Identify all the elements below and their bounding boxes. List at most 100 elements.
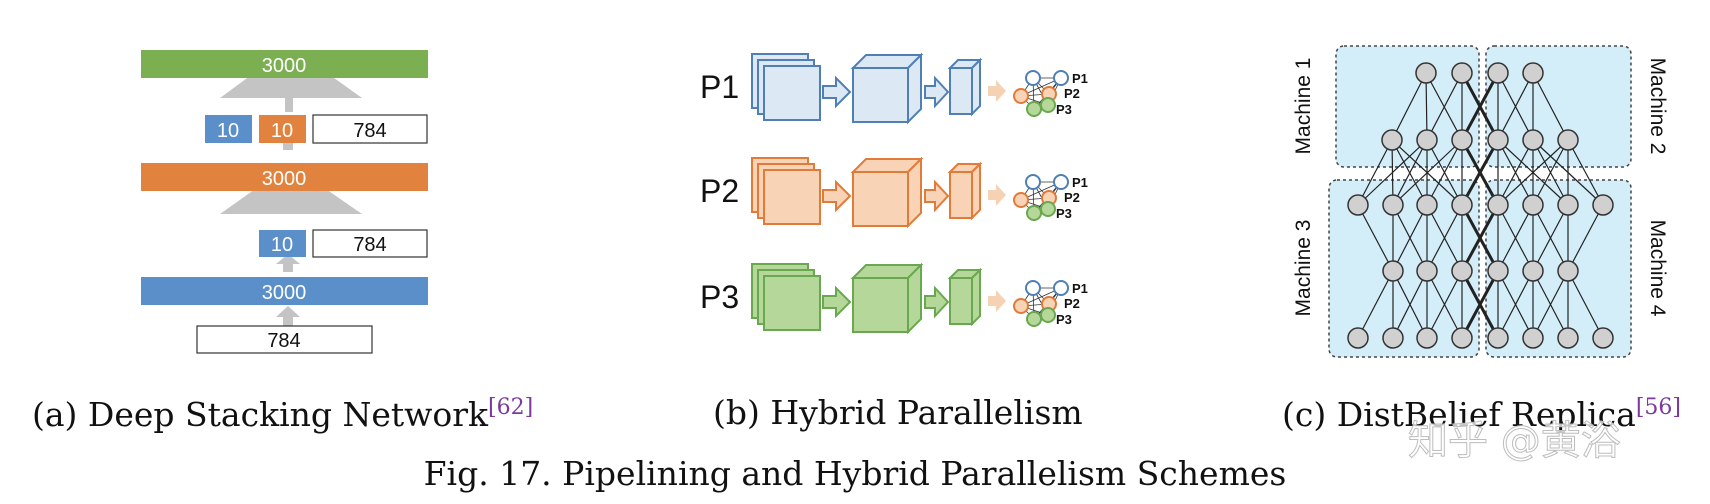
mini-node-label: P3 <box>1056 102 1072 117</box>
neuron-node <box>1347 327 1369 349</box>
nodes <box>1347 62 1614 349</box>
edge <box>1567 204 1604 272</box>
edge <box>1426 72 1463 141</box>
neuron-node <box>1451 194 1473 216</box>
machine-4-label: Machine 4 <box>1646 220 1669 317</box>
machine-2-region <box>1485 45 1632 168</box>
mini-node-green <box>1026 101 1042 117</box>
slab-side <box>971 161 981 221</box>
edge <box>1497 270 1534 339</box>
row2-blue-label: 10 <box>271 234 293 256</box>
pipeline-arrow <box>822 179 852 213</box>
edge <box>1532 72 1569 141</box>
neuron-node <box>1416 129 1438 151</box>
small-arrow-middle-shaft <box>283 260 293 272</box>
neuron-node <box>1592 327 1614 349</box>
machine-1-region <box>1335 45 1480 168</box>
faint-arrow <box>988 184 1006 206</box>
caption-b: (b) Hybrid Parallelism <box>713 393 1083 432</box>
mini-node-label: P2 <box>1064 296 1080 311</box>
big-arrow-middle <box>220 187 362 214</box>
cross-machine-edge <box>1460 270 1500 339</box>
edge <box>1392 139 1428 206</box>
top-bar-label: 3000 <box>262 55 307 77</box>
mini-node-orange <box>1013 88 1029 104</box>
mid-bar-label: 3000 <box>262 168 307 190</box>
edge <box>1532 139 1569 206</box>
caption-a: (a) Deep Stacking Network[62] <box>32 395 533 434</box>
edge <box>1392 204 1428 272</box>
slab-side <box>971 57 981 117</box>
small-arrow-lower-shaft <box>283 313 293 327</box>
cross-machine-edge <box>1460 139 1500 206</box>
mini-node-blue <box>1053 174 1069 190</box>
edge <box>1497 139 1534 206</box>
edge <box>1426 270 1463 339</box>
watermark: 知乎 @黄浴 <box>1408 418 1621 464</box>
cube-front <box>852 171 909 227</box>
neuron-node <box>1557 327 1579 349</box>
neuron-node <box>1451 260 1473 282</box>
mini-node-green <box>1040 307 1056 323</box>
cross-machine-edge <box>1460 72 1500 141</box>
slab-front <box>949 171 973 219</box>
small-arrow-upper-shaft <box>283 138 293 150</box>
faint-arrow <box>988 80 1006 102</box>
mini-node-label: P3 <box>1056 206 1072 221</box>
cube-side <box>907 156 922 229</box>
mini-node-label: P3 <box>1056 312 1072 327</box>
neuron-node <box>1451 327 1473 349</box>
row2-blue-box <box>259 230 306 257</box>
neuron-node <box>1416 260 1438 282</box>
edge <box>1391 72 1427 141</box>
neuron-node <box>1487 62 1509 84</box>
caption-c-text: (c) DistBelief Replica <box>1282 395 1636 434</box>
pipeline-label: P2 <box>700 173 739 209</box>
neuron-node <box>1522 260 1544 282</box>
neuron-node <box>1522 62 1544 84</box>
mini-node-blue <box>1025 174 1041 190</box>
mini-node-green <box>1040 201 1056 217</box>
row1-blue-label: 10 <box>217 120 239 142</box>
row1-blue-box <box>205 115 252 143</box>
neuron-node <box>1522 129 1544 151</box>
slab-front <box>949 67 973 115</box>
mini-node-label: P2 <box>1064 86 1080 101</box>
edge <box>1392 139 1463 206</box>
cube-side <box>907 262 922 335</box>
mini-node-label: P1 <box>1072 281 1088 296</box>
mini-node-blue <box>1025 70 1041 86</box>
small-arrow-lower-head <box>276 306 300 317</box>
neuron-node <box>1487 194 1509 216</box>
caption-c: (c) DistBelief Replica[56] <box>1282 395 1681 434</box>
pipeline-arrow <box>822 75 852 109</box>
edge <box>1497 139 1569 206</box>
low-bar-label: 3000 <box>262 282 307 304</box>
neuron-node <box>1592 194 1614 216</box>
cube-front <box>852 277 909 333</box>
pipeline-label: P3 <box>700 279 739 315</box>
neuron-node <box>1382 194 1404 216</box>
neuron-node <box>1416 194 1438 216</box>
bottom-input-label: 784 <box>267 330 300 352</box>
mini-node-label: P2 <box>1064 190 1080 205</box>
neuron-node <box>1416 327 1438 349</box>
mini-node-blue <box>1053 280 1069 296</box>
edge <box>1357 270 1394 339</box>
edge <box>1497 204 1534 272</box>
pipeline-arrow <box>822 285 852 319</box>
neuron-node <box>1522 194 1544 216</box>
pipeline-arrow <box>924 285 950 319</box>
neuron-node <box>1451 62 1473 84</box>
edge <box>1532 204 1569 272</box>
caption-c-cite: [56] <box>1636 395 1681 420</box>
small-arrow-middle-head <box>276 254 300 264</box>
edge <box>1425 72 1428 141</box>
panel-c-distbelief-replica: Machine 1 Machine 2 Machine 3 Machine 4 <box>1292 45 1669 358</box>
cube-side <box>907 52 922 125</box>
top-bar-3000 <box>141 50 428 78</box>
neuron-node <box>1487 260 1509 282</box>
